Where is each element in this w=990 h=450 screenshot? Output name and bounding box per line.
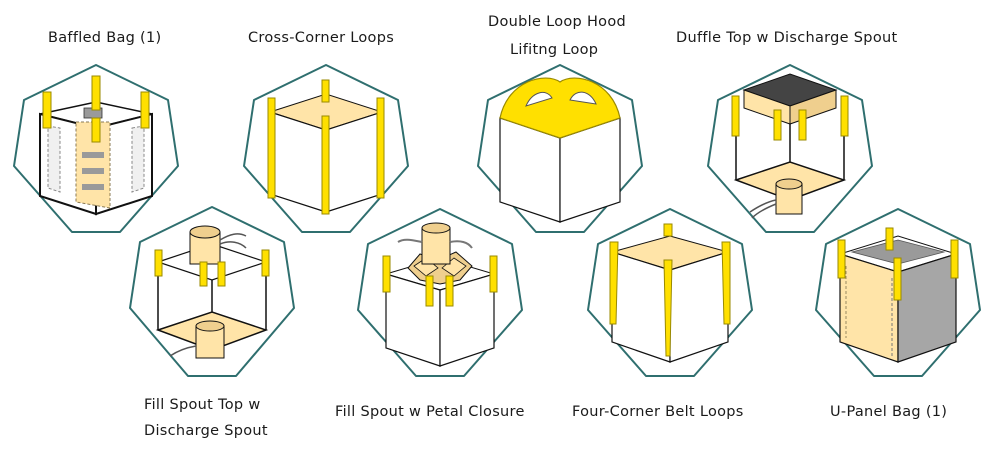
- lift-loop: [382, 255, 391, 293]
- tile-double-loop-hood: [474, 62, 646, 236]
- hexagon-frame: [13, 64, 179, 233]
- hexagon-frame: [477, 64, 643, 233]
- hexagon-frame: [243, 64, 409, 233]
- spout-tie: [749, 199, 777, 213]
- lift-loop: [950, 239, 959, 279]
- label-discharge-spout: Discharge Spout: [144, 423, 268, 439]
- lift-loop: [489, 255, 498, 293]
- lift-loop: [261, 249, 270, 277]
- belt-loop: [663, 259, 673, 357]
- side-baffle-right: [131, 125, 145, 193]
- corner-loop: [321, 79, 330, 103]
- lift-loop: [154, 249, 163, 277]
- tile-u-panel-bag: [812, 206, 984, 380]
- baffle-gray-mark: [82, 152, 104, 158]
- belt-loop: [609, 241, 619, 325]
- tile-petal-closure: [354, 206, 526, 380]
- u-panel-bag-diagram: [815, 208, 981, 377]
- hood-loop-opening: [569, 91, 597, 105]
- spout-tie: [397, 238, 423, 243]
- lift-loop: [217, 261, 226, 287]
- tile-fill-spout-top: [126, 204, 298, 380]
- hexagon-frame: [357, 208, 523, 377]
- corner-loop: [267, 97, 276, 199]
- u-panel-back: [850, 239, 946, 265]
- lift-loop: [91, 117, 101, 143]
- spout-tie: [219, 233, 247, 241]
- lift-loop: [893, 257, 902, 301]
- hexagon-frame: [129, 206, 295, 377]
- label-fill-spout-top: Fill Spout Top w: [144, 397, 261, 413]
- tile-cross-corner-loops: [240, 62, 412, 236]
- label-u-panel-bag: U-Panel Bag (1): [830, 404, 948, 420]
- cross-corner-loops-diagram: [243, 64, 409, 233]
- tile-baffled-bag: [10, 62, 182, 236]
- spout-tie: [169, 345, 197, 357]
- lift-loop: [731, 95, 740, 137]
- four-corner-belt-loops-diagram: [587, 208, 753, 377]
- tile-four-corner-belt-loops: [584, 206, 756, 380]
- label-baffled-bag: Baffled Bag (1): [48, 30, 162, 46]
- lift-loop: [425, 275, 434, 307]
- petal-closure-diagram: [357, 208, 523, 377]
- bag-right-face: [325, 111, 383, 213]
- side-baffle-left: [47, 125, 61, 193]
- belt-loop: [721, 241, 731, 325]
- lift-loop: [773, 109, 782, 141]
- label-lifting-loop: Lifitng Loop: [510, 42, 599, 58]
- hexagon-frame: [707, 64, 873, 233]
- double-loop-hood-diagram: [477, 64, 643, 233]
- hood-loop-opening: [525, 91, 553, 107]
- baffle-gray-mark: [82, 168, 104, 174]
- baffle-gray-mark: [82, 184, 104, 190]
- bag-left-face: [611, 251, 671, 363]
- hexagon-frame: [587, 208, 753, 377]
- lift-loop: [199, 261, 208, 287]
- label-four-corner-belt-loops: Four-Corner Belt Loops: [572, 404, 744, 420]
- u-panel-right: [897, 253, 957, 363]
- label-petal-closure: Fill Spout w Petal Closure: [335, 404, 525, 420]
- duffle-top-diagram: [707, 64, 873, 233]
- corner-loop: [376, 97, 385, 199]
- lift-loop: [885, 227, 894, 251]
- lift-loop: [798, 109, 807, 141]
- label-double-loop-hood: Double Loop Hood: [488, 14, 627, 30]
- bag-right-face: [669, 251, 729, 363]
- lift-loop: [42, 91, 52, 129]
- corner-loop: [321, 115, 330, 215]
- lift-loop: [140, 91, 150, 129]
- hexagon-frame: [815, 208, 981, 377]
- baffled-bag-diagram: [13, 64, 179, 233]
- label-cross-corner-loops: Cross-Corner Loops: [248, 30, 395, 46]
- spout-tie: [449, 240, 473, 249]
- belt-loop: [663, 223, 673, 237]
- fill-spout-top-diagram: [129, 206, 295, 377]
- bag-left-face: [269, 111, 327, 213]
- lift-loop: [445, 275, 454, 307]
- spout-tie: [751, 203, 777, 219]
- label-duffle-top: Duffle Top w Discharge Spout: [676, 30, 898, 46]
- lift-loop: [840, 95, 849, 137]
- spout-tie: [219, 241, 247, 249]
- lift-loop: [91, 75, 101, 111]
- lift-loop: [837, 239, 846, 279]
- hood-top: [499, 77, 621, 139]
- tile-duffle-top: [704, 62, 876, 236]
